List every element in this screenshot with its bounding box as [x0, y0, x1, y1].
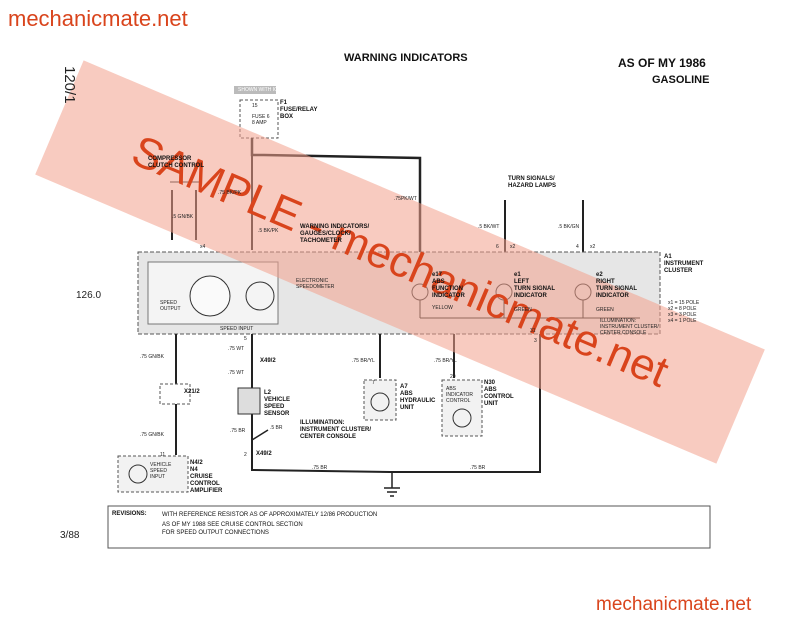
turn-label: TURN SIGNALS/ HAZARD LAMPS — [508, 176, 556, 189]
wire-w12: .75 BR — [230, 428, 246, 434]
warning-label: WARNING INDICATORS/ GAUGES/CLOCK/ TACHOM… — [300, 224, 370, 244]
revisions-label: REVISIONS: — [112, 511, 147, 517]
ground-symbol — [384, 472, 400, 497]
abs-hydraulic-box — [363, 379, 397, 421]
diagram-title: WARNING INDICATORS — [344, 52, 468, 64]
fuel-type: GASOLINE — [652, 74, 710, 86]
wire-w3: .75PK/WT — [394, 196, 417, 202]
wire-w4: .5 BK/WT — [478, 224, 500, 230]
cruise-amp-symbol — [128, 464, 148, 484]
watermark-top: mechanicmate.net — [8, 6, 188, 31]
cruise-amp-box — [117, 455, 189, 493]
wire-ground-loop — [251, 334, 541, 473]
illum2-label: ILLUMINATION: INSTRUMENT CLUSTER/ CENTER… — [300, 420, 371, 440]
revision-1: WITH REFERENCE RESISTOR AS OF APPROXIMAT… — [162, 512, 378, 518]
pin-x4: x4 — [200, 244, 206, 250]
f1-label: F1 FUSE/RELAY BOX — [280, 100, 318, 120]
n4-label: N4/2 N4 CRUISE CONTROL AMPLIFIER — [190, 460, 223, 494]
fuse-header-bar — [234, 86, 276, 94]
fuse-label: FUSE 6 8 AMP — [252, 114, 270, 126]
e2-label: e2 RIGHT TURN SIGNAL INDICATOR — [596, 272, 637, 299]
n30-label: N30 ABS CONTROL UNIT — [484, 380, 514, 407]
abs-ind-label: ABS INDICATOR CONTROL — [446, 386, 474, 404]
revisions-box — [107, 505, 711, 549]
e2-color: GREEN — [596, 307, 614, 313]
a1-label: A1 INSTRUMENT CLUSTER — [664, 254, 704, 274]
speed-input-label: SPEED INPUT — [220, 326, 254, 332]
x21-label: X21/2 — [184, 389, 200, 395]
x21-connector — [159, 383, 191, 405]
speed-sensor-box — [237, 387, 261, 415]
sub-number: 126.0 — [76, 290, 102, 301]
section-number: 120/1 — [61, 66, 78, 104]
pin-3: 3 — [534, 338, 537, 344]
compressor-label: COMPRESSOR CLUTCH CONTROL — [148, 156, 204, 169]
watermark-bottom: mechanicmate.net — [596, 594, 752, 615]
wire-w9: .75 BR/YL — [352, 358, 375, 364]
e17-label: e17 ABS FUNCTION INDICATOR — [432, 272, 465, 299]
fuse-num: 15 — [252, 103, 258, 109]
fuse-top-label: SHOWN WITH IGNITION ON — [238, 87, 304, 93]
page-date: 3/88 — [60, 530, 80, 541]
revision-2b: FOR SPEED OUTPUT CONNECTIONS — [162, 530, 269, 536]
wire-w11: .75 GN/BK — [140, 432, 164, 438]
speed-output-label: SPEED OUTPUT — [160, 300, 181, 312]
pin-x2b: x2 — [590, 244, 596, 250]
wire-w10: .75 BR/YL — [434, 358, 457, 364]
pin-11: 11 — [160, 452, 166, 458]
wire-w5: .5 BK/GN — [558, 224, 580, 230]
pin-4: 4 — [576, 244, 579, 250]
wire-w1: .75 BK/PK — [218, 190, 242, 196]
wire-w13: .5 BR — [270, 425, 283, 431]
pin-2: 2 — [244, 452, 247, 458]
wire-w15: .75 BR — [470, 465, 486, 471]
wire-w8: .75 WT — [228, 370, 245, 376]
pin-x2a: x2 — [510, 244, 516, 250]
pin-5: 5 — [244, 336, 247, 342]
pole-legend: x1 = 15 POLE x2 = 8 POLE x3 = 3 POLE x4 … — [668, 300, 700, 324]
pin-20: 20 — [450, 374, 456, 380]
abs-control-symbol — [452, 408, 472, 428]
speedometer-dial — [189, 275, 231, 317]
wire-w2: .5 BK/PK — [258, 228, 279, 234]
illum1-label: ILLUMINATION: INSTRUMENT CLUSTER/ CENTER… — [600, 318, 659, 336]
x49a-label: X49/2 — [260, 358, 276, 364]
x49b-label: X49/2 — [256, 451, 272, 457]
e1-label: e1 LEFT TURN SIGNAL INDICATOR — [514, 272, 555, 299]
wire-w14: .75 BR — [312, 465, 328, 471]
pin-7: 7 — [372, 380, 375, 386]
pin-31: 31 — [530, 328, 536, 334]
electronic-label: ELECTRONIC SPEEDOMETER — [296, 278, 335, 290]
a7-label: A7 ABS HYDRAULIC UNIT — [400, 384, 436, 411]
wire-w6: .75 GN/BK — [140, 354, 164, 360]
transistor-symbol — [245, 281, 275, 311]
veh-speed-label: VEHICLE SPEED INPUT — [150, 462, 172, 480]
model-year: AS OF MY 1986 — [618, 56, 706, 70]
revision-2: AS OF MY 1988 SEE CRUISE CONTROL SECTION — [162, 522, 303, 528]
pin-6: 6 — [496, 244, 499, 250]
wire-illum — [251, 429, 269, 441]
wire-w16: .5 GN/BK — [172, 214, 194, 220]
e17-color: YELLOW — [432, 305, 453, 311]
l2-label: L2 VEHICLE SPEED SENSOR — [264, 390, 291, 417]
abs-hydraulic-symbol — [370, 392, 390, 412]
wire-w7: .75 WT — [228, 346, 245, 352]
e1-color: GREEN — [514, 307, 532, 313]
